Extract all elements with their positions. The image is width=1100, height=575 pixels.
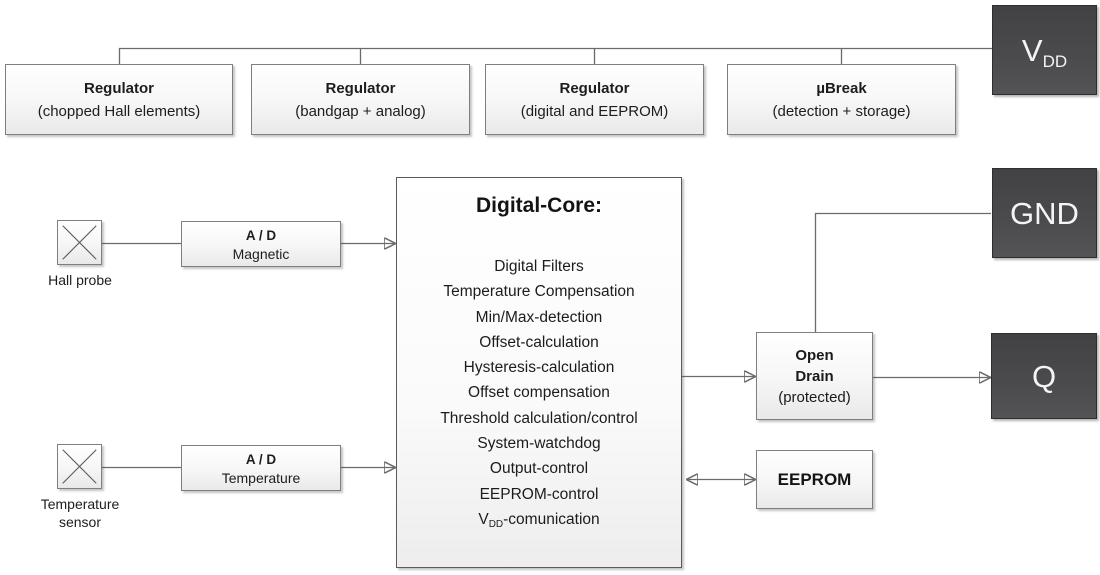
digital-core-box: Digital-Core: Digital Filters Temperatur… (396, 177, 682, 568)
adc-channel-label: Temperature (221, 469, 301, 486)
adc-label: A / D (245, 227, 277, 243)
regulator-chopped-hall-box: Regulator (chopped Hall elements) (5, 64, 233, 135)
core-function: System-watchdog (477, 435, 601, 453)
core-function: Min/Max-detection (475, 308, 603, 326)
box-subtitle: (detection + storage) (772, 102, 911, 120)
core-function-vdd-communication: VDD-comunication (478, 510, 600, 530)
temperature-label-line1: Temperature (40, 496, 120, 512)
hall-probe-label: Hall probe (48, 272, 112, 288)
adc-label: A / D (245, 451, 277, 467)
box-subtitle: (bandgap + analog) (295, 102, 426, 120)
temperature-sensor-label: Temperature sensor (22, 495, 138, 531)
core-function: Threshold calculation/control (440, 409, 638, 427)
adc-magnetic-box: A / D Magnetic (181, 221, 341, 267)
core-function: Hysteresis-calculation (463, 359, 615, 377)
eeprom-label: EEPROM (777, 469, 852, 489)
gnd-pin-box: GND (992, 168, 1097, 258)
open-drain-box: Open Drain (protected) (756, 332, 873, 420)
q-output-pin-box: Q (991, 333, 1097, 419)
core-function: Digital Filters (494, 258, 584, 275)
temperature-sensor-icon (57, 444, 102, 489)
regulator-bandgap-analog-box: Regulator (bandgap + analog) (251, 64, 470, 135)
q-pin-label: Q (1031, 358, 1057, 394)
x-cross-icon (62, 225, 97, 260)
gnd-pin-label: GND (1010, 195, 1079, 231)
adc-channel-label: Magnetic (232, 245, 290, 262)
x-cross-icon (62, 449, 97, 484)
open-drain-label-line3: (protected) (778, 388, 851, 406)
vdd-pin-label: VDD (1021, 32, 1068, 71)
vdd-pin-box: VDD (992, 5, 1097, 95)
ubreak-box: µBreak (detection + storage) (727, 64, 956, 135)
box-title: Regulator (325, 79, 396, 97)
hall-probe-icon (57, 220, 102, 265)
box-title: Regulator (83, 79, 154, 97)
box-title: Regulator (559, 79, 630, 97)
core-function: Temperature Compensation (443, 283, 635, 301)
open-drain-label-line2: Drain (795, 367, 834, 385)
box-subtitle: (chopped Hall elements) (37, 102, 201, 120)
core-function: Output-control (489, 460, 589, 478)
box-title: µBreak (816, 79, 867, 97)
connector-open-drain-to-gnd (814, 212, 991, 332)
box-subtitle: (digital and EEPROM) (520, 102, 669, 120)
regulator-digital-eeprom-box: Regulator (digital and EEPROM) (485, 64, 704, 135)
core-function: EEPROM-control (479, 485, 599, 503)
connector-vdd-bus (118, 47, 992, 64)
temperature-label-line2: sensor (58, 514, 102, 530)
core-function: Offset-calculation (479, 333, 599, 351)
eeprom-box: EEPROM (756, 450, 873, 509)
core-function: Offset compensation (468, 384, 610, 402)
digital-core-title: Digital-Core: (476, 194, 602, 217)
open-drain-label-line1: Open (795, 346, 834, 364)
adc-temperature-box: A / D Temperature (181, 445, 341, 491)
